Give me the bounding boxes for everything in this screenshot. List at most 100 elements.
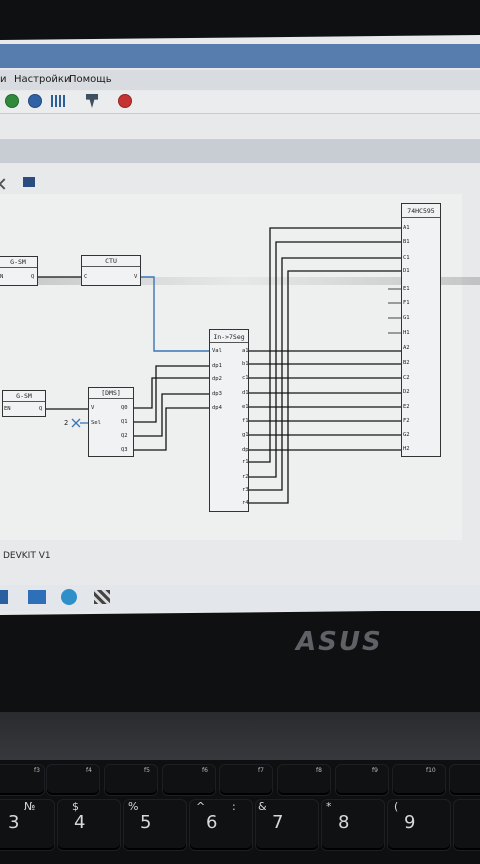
key-label-5: 5 [140, 812, 152, 833]
dms-pin-sel: Sel [91, 420, 101, 426]
shift-pin-a1: A1 [403, 225, 410, 231]
key-7[interactable] [256, 800, 318, 850]
stop-icon[interactable] [118, 94, 132, 108]
shift-pin-e2: E2 [403, 404, 410, 410]
shift-pin-g2: G2 [403, 432, 410, 438]
seg-out-r3: r3 [242, 487, 249, 493]
key-label-percent: % [128, 800, 139, 813]
seg-out-c1: c1 [242, 375, 249, 381]
seg-title: In->7Seg [213, 333, 245, 341]
dms-pin-q3: Q3 [121, 447, 128, 453]
fn-label-f3: f3 [34, 767, 40, 774]
key-0[interactable] [454, 800, 480, 850]
fn-label-f5: f5 [144, 767, 150, 774]
target-icon[interactable] [28, 94, 42, 108]
menu-item-fragment[interactable]: и [0, 74, 7, 85]
sel-constant: 2 [64, 419, 69, 427]
key-8[interactable] [322, 800, 384, 850]
laptop-logo: ASUS [296, 627, 383, 657]
menu-item-help[interactable]: Помощь [69, 74, 112, 85]
key-label-caret: ^ [196, 800, 206, 813]
key-f9[interactable] [336, 765, 388, 795]
key-label-6: 6 [206, 812, 218, 833]
key-f11[interactable] [450, 765, 480, 795]
taskbar [0, 585, 480, 611]
dms-pin-v: V [91, 405, 95, 411]
key-label-ampersand: & [258, 800, 267, 813]
gsm1-pin-q: Q [31, 274, 35, 280]
dms-pin-q1: Q1 [121, 419, 128, 425]
key-9[interactable] [388, 800, 450, 850]
seg-in-dp2: dp2 [212, 376, 222, 382]
seg-block[interactable]: In->7Seg [209, 329, 249, 512]
mail-icon[interactable] [28, 590, 46, 604]
dms-pin-q0: Q0 [121, 405, 128, 411]
gsm1-pin-en: N [0, 274, 4, 280]
ctu-title: CTU [105, 257, 117, 265]
fn-label-f4: f4 [86, 767, 92, 774]
seg-out-d1: d1 [242, 390, 249, 396]
seg-out-b1: b1 [242, 361, 249, 367]
shift-pin-d1: D1 [403, 268, 410, 274]
dms-block[interactable]: [DMS] [88, 387, 134, 457]
shift-pin-c2: C2 [403, 375, 410, 381]
key-f10[interactable] [393, 765, 445, 795]
ctu-pin-c: C [84, 274, 88, 280]
seg-out-f1: f1 [242, 418, 249, 424]
ctu-block[interactable]: CTU [81, 255, 141, 286]
dms-pin-q2: Q2 [121, 433, 128, 439]
key-3[interactable] [0, 800, 54, 850]
key-label-paren: ( [394, 800, 399, 813]
key-label-no: № [24, 800, 36, 813]
key-f7[interactable] [220, 765, 272, 795]
key-f3[interactable] [0, 765, 44, 795]
shift-pin-b2: B2 [403, 360, 410, 366]
key-6[interactable] [190, 800, 252, 850]
seg-out-a1: a1 [242, 348, 249, 354]
shift-pin-h1: H1 [403, 330, 410, 336]
tab-strip [0, 139, 480, 163]
key-5[interactable] [124, 800, 186, 850]
bars-icon[interactable] [51, 95, 65, 107]
fn-label-f9: f9 [372, 767, 378, 774]
seg-out-g1: g1 [242, 432, 249, 438]
shift-pin-e1: E1 [403, 286, 410, 292]
ctu-pin-v: V [134, 274, 138, 280]
status-text: DEVKIT V1 [3, 551, 51, 561]
menu-bar: и Настройки Помощь [0, 70, 480, 90]
gsm-block-1[interactable]: G-SM [0, 256, 38, 286]
key-label-8: 8 [338, 812, 350, 833]
fn-label-f10: f10 [426, 767, 436, 774]
fn-label-f6: f6 [202, 767, 208, 774]
seg-out-r2: r2 [242, 474, 249, 480]
key-f8[interactable] [278, 765, 330, 795]
edge-icon[interactable] [61, 589, 77, 605]
gsm-block-2[interactable]: G-SM [2, 390, 46, 417]
tab-icon[interactable] [23, 177, 35, 187]
check-icon[interactable] [5, 94, 19, 108]
screen-glare [0, 277, 480, 285]
key-f6[interactable] [163, 765, 215, 795]
key-f4[interactable] [47, 765, 99, 795]
gsm2-pin-en: EN [4, 406, 11, 412]
app-icon[interactable] [94, 590, 110, 604]
key-f5[interactable] [105, 765, 157, 795]
seg-out-r1: r1 [242, 459, 249, 465]
dms-title: [DMS] [101, 389, 121, 397]
seg-in-dp3: dp3 [212, 391, 222, 397]
start-icon-fragment[interactable] [0, 590, 8, 604]
shift-register-block[interactable]: 74HC595 [401, 203, 441, 457]
shift-pin-h2: H2 [403, 446, 410, 452]
gsm-title-1: G-SM [10, 258, 26, 266]
seg-out-dp: dp [242, 447, 249, 453]
gsm2-pin-q: Q [39, 406, 43, 412]
key-label-asterisk: * [326, 800, 332, 813]
key-4[interactable] [58, 800, 120, 850]
key-label-9: 9 [404, 812, 416, 833]
menu-item-settings[interactable]: Настройки [14, 74, 71, 85]
seg-out-e1: e1 [242, 404, 249, 410]
fn-label-f7: f7 [258, 767, 264, 774]
shift-pin-f1: F1 [403, 300, 410, 306]
